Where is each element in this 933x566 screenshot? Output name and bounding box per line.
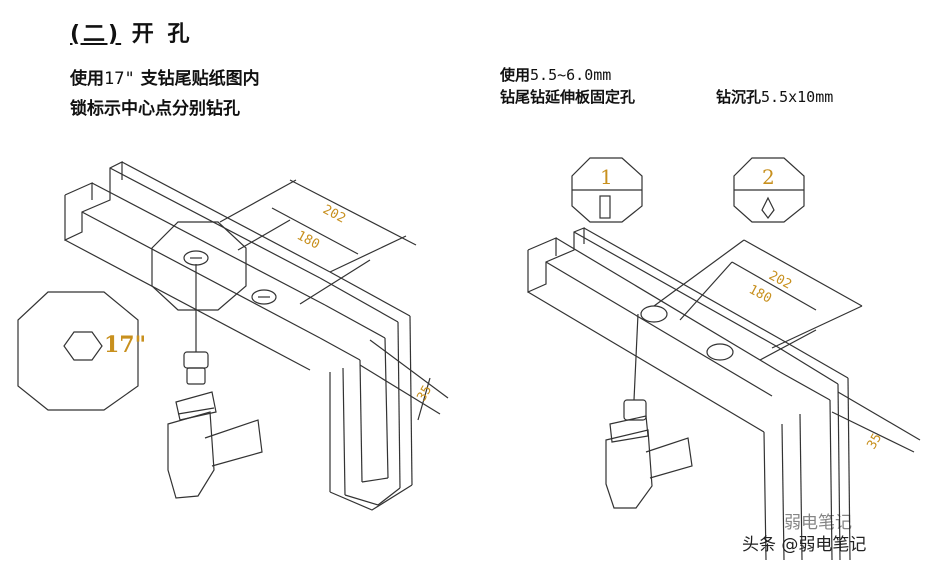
right-hole-1 (640, 305, 668, 323)
left-drill-icon (167, 264, 263, 499)
step2-octagon (733, 157, 805, 223)
hex-bit-icon (63, 331, 103, 361)
left-caption-use: 使用 (70, 69, 104, 89)
right-drill-icon (605, 313, 693, 509)
watermark-top: 弱电笔记 (784, 513, 852, 533)
left-dim-35: 35 (414, 383, 435, 404)
right-caption-line3: 钻沉孔5.5x10mm (716, 86, 833, 107)
right-caption-countersink-size: 5.5x10mm (761, 88, 834, 106)
right-caption-line2: 钻尾钻延伸板固定孔 (500, 88, 636, 106)
right-hole-2 (706, 343, 734, 361)
right-caption-countersink: 钻沉孔 (716, 88, 762, 106)
left-caption-line2: 锁标示中心点分别钻孔 (70, 99, 240, 119)
step1-octagon (571, 157, 643, 223)
right-dim-180: 180 (746, 282, 774, 306)
left-bracket (64, 161, 413, 511)
right-caption-size: 5.5~6.0mm (530, 66, 612, 84)
left-caption-rest: 支钻尾贴纸图内 (134, 69, 260, 89)
right-caption-line1: 使用5.5~6.0mm (500, 64, 611, 85)
left-dim-202: 202 (320, 202, 348, 226)
right-caption-use: 使用 (500, 66, 531, 84)
left-caption-size: 17" (104, 69, 135, 89)
step2-label: 2 (762, 165, 775, 189)
left-caption-line1: 使用17" 支钻尾贴纸图内 (70, 64, 260, 89)
right-dim-35: 35 (864, 431, 885, 452)
heading-number: (二) (70, 22, 122, 47)
heading-title: 开 孔 (121, 22, 193, 47)
step1-label: 1 (600, 165, 613, 189)
drill-bit-icon (599, 195, 611, 219)
detail-17-label: 17" (104, 332, 146, 358)
right-dimension-lines (653, 239, 921, 453)
left-template-octagon (151, 221, 247, 311)
left-hole-2 (251, 289, 277, 305)
watermark-bottom: 头条 @弱电笔记 (742, 535, 867, 555)
left-dimension-lines (219, 179, 449, 421)
countersink-bit-icon (761, 196, 775, 219)
section-heading: (二) 开 孔 (70, 16, 192, 48)
left-detail-octagon (17, 291, 139, 411)
